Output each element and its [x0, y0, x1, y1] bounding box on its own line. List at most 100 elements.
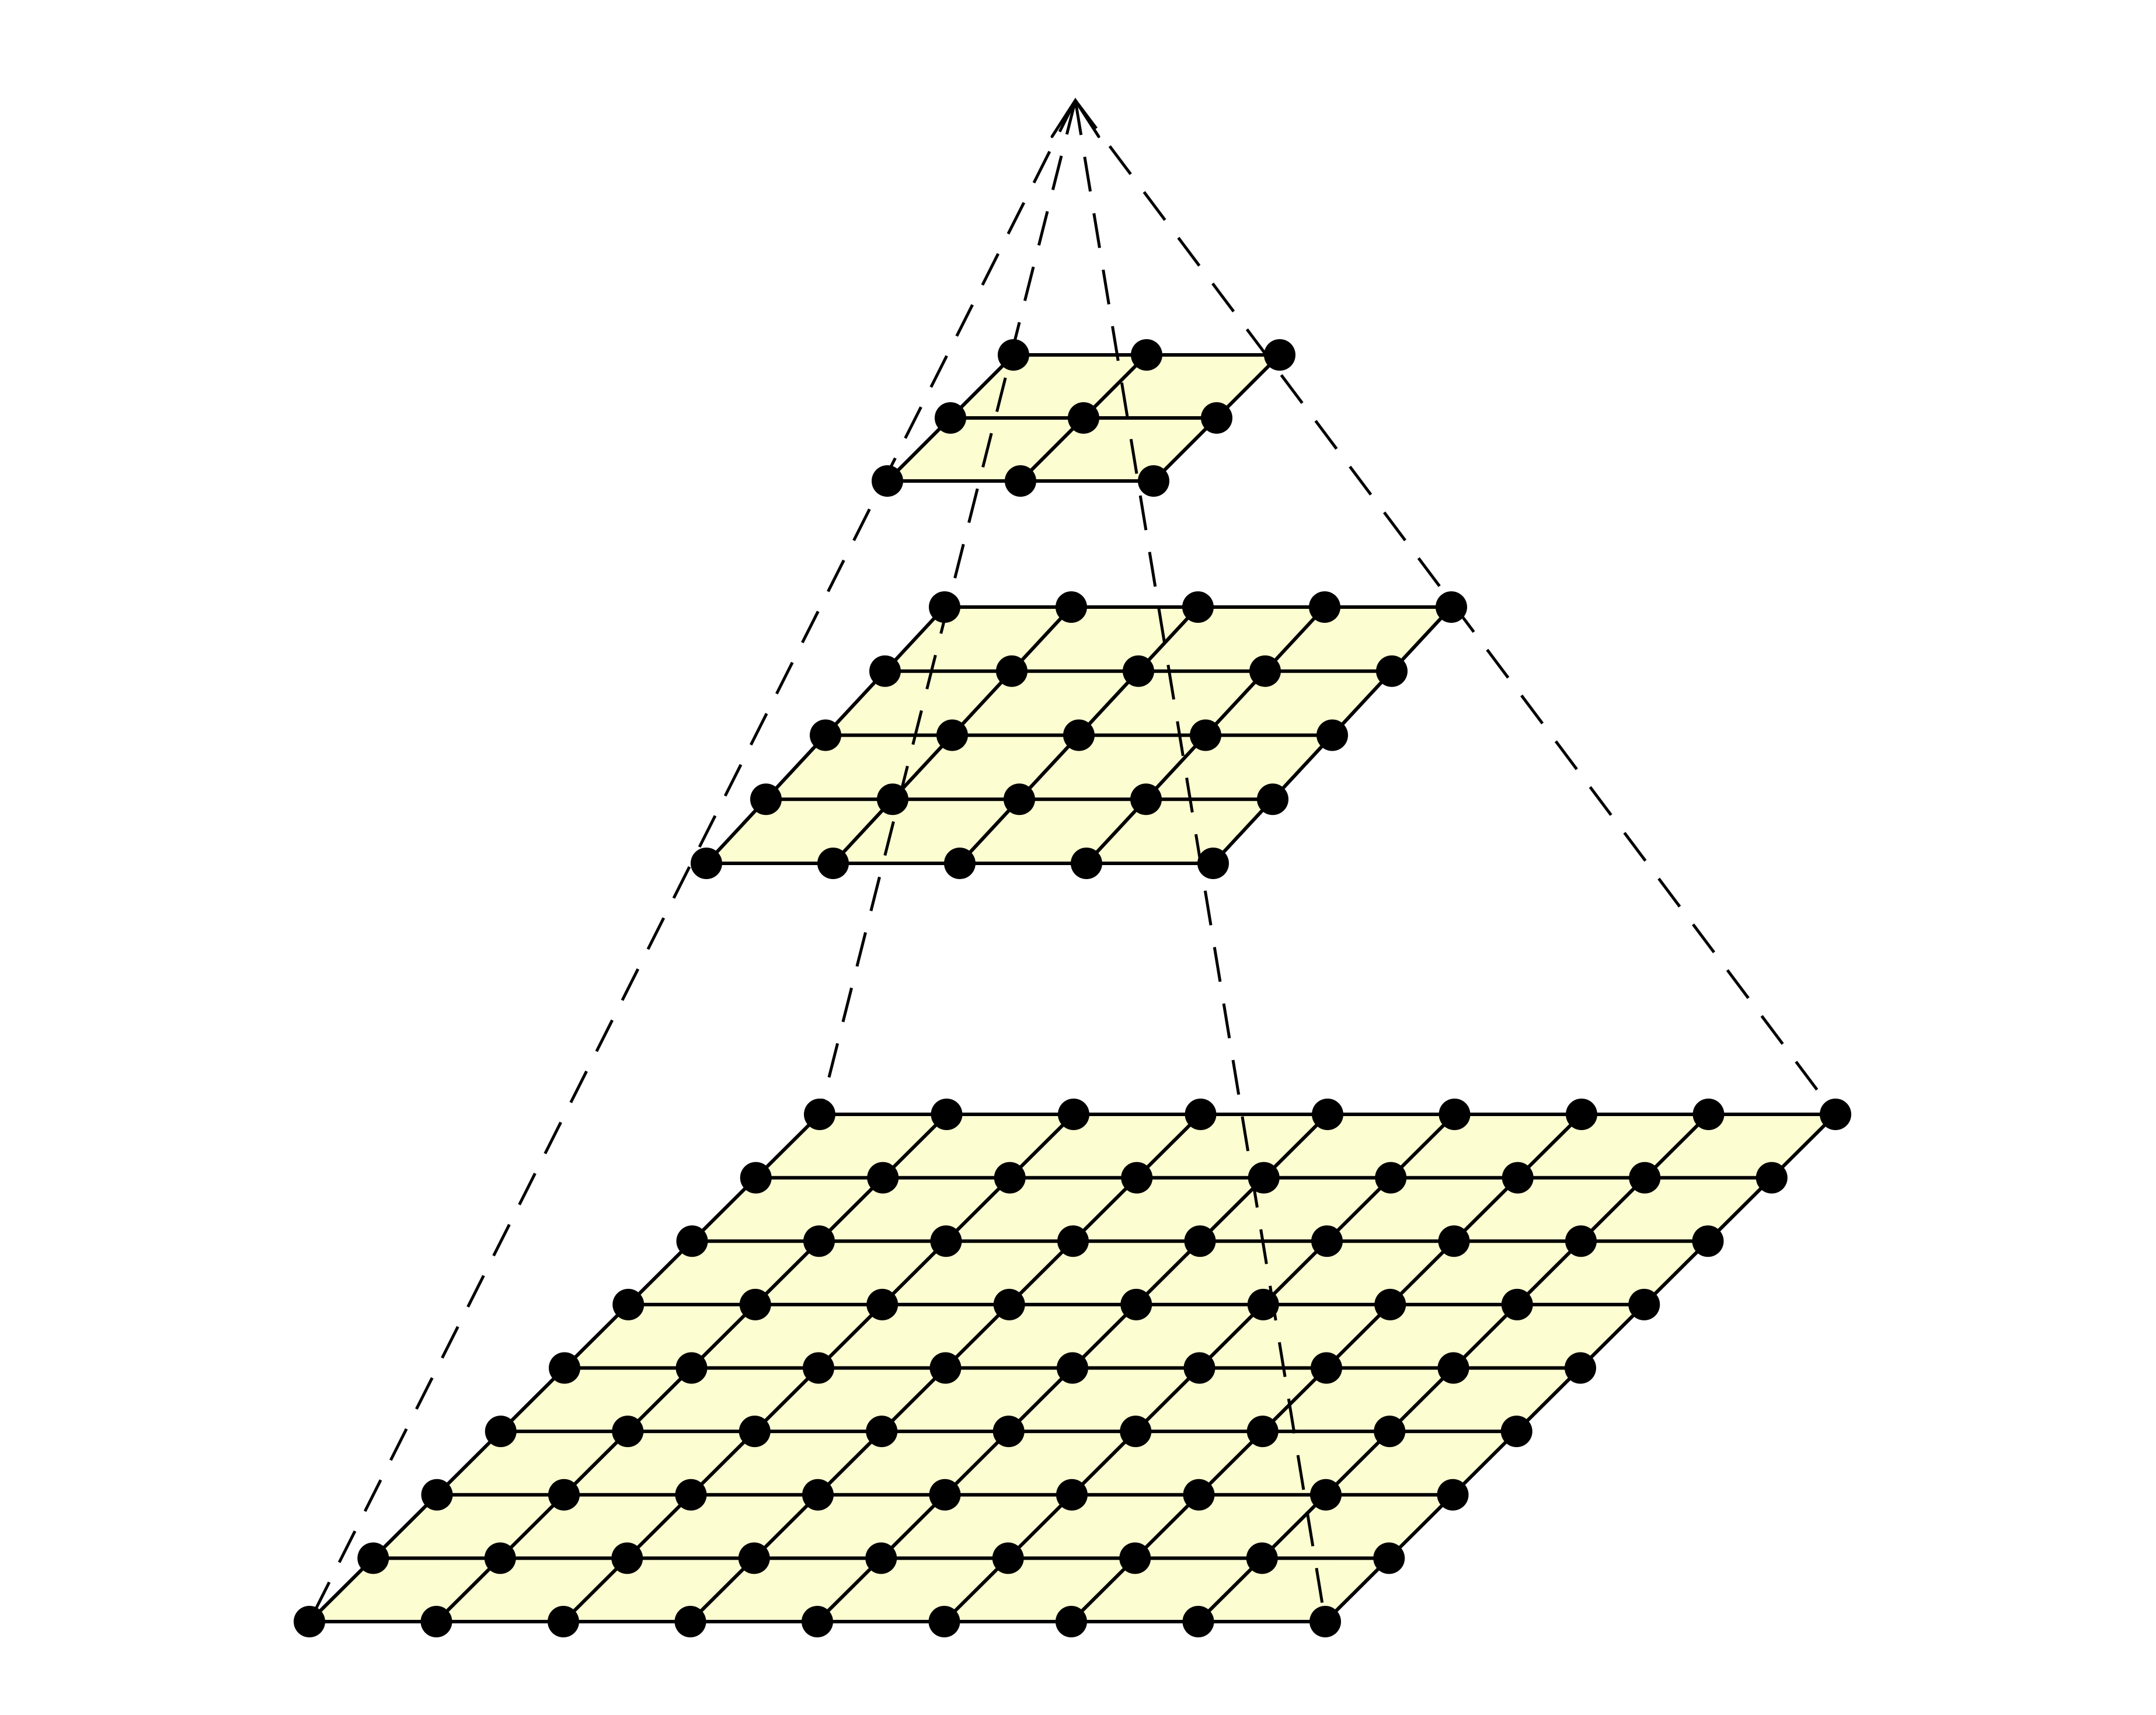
- grid-node: [1071, 848, 1102, 879]
- grid-node: [803, 1225, 835, 1257]
- grid-node: [739, 1288, 771, 1320]
- grid-node: [1123, 655, 1154, 687]
- grid-node: [1058, 1099, 1089, 1130]
- grid-node: [1183, 1352, 1215, 1384]
- grid-node: [993, 1288, 1025, 1320]
- grid-node: [998, 339, 1029, 371]
- grid-node: [1057, 1225, 1089, 1257]
- grid-node: [1374, 1288, 1406, 1320]
- grid-node: [612, 1416, 644, 1448]
- grid-node: [1436, 591, 1467, 623]
- grid-node: [1310, 1479, 1342, 1511]
- grid-node: [740, 1162, 772, 1194]
- grid-node: [1197, 848, 1229, 879]
- grid-node: [1119, 1542, 1151, 1574]
- grid-node: [1183, 1479, 1215, 1511]
- grid-node: [1438, 1225, 1470, 1257]
- grid-node: [1185, 1099, 1217, 1130]
- apex-arrow-icon: [1050, 97, 1100, 138]
- grid-node: [1309, 591, 1340, 623]
- grid-node: [1311, 1225, 1343, 1257]
- grid-node: [1756, 1162, 1788, 1194]
- grid-node: [357, 1542, 389, 1574]
- grid-node: [1248, 1162, 1280, 1194]
- grid-node: [935, 402, 966, 434]
- grid-node: [738, 1542, 770, 1574]
- grid-node: [1502, 1162, 1534, 1194]
- grid-node: [674, 1606, 706, 1637]
- grid-node: [1249, 655, 1281, 687]
- grid-node: [930, 1225, 962, 1257]
- grid-node: [872, 465, 903, 497]
- grid-node: [1068, 402, 1099, 434]
- grid-node: [1566, 1099, 1597, 1130]
- grid-node: [691, 848, 722, 879]
- grid-node: [1264, 339, 1295, 371]
- grid-node: [1373, 1542, 1405, 1574]
- grid-node: [484, 1542, 516, 1574]
- grid-node: [1374, 1416, 1406, 1448]
- grid-node: [931, 1099, 963, 1130]
- grid-node: [1120, 1288, 1152, 1320]
- grid-node: [1130, 783, 1162, 815]
- grid-node: [1246, 1416, 1279, 1448]
- apex-arrowhead: [1050, 97, 1100, 138]
- projection-line-inner-right: [1074, 100, 1327, 1622]
- grid-node: [996, 655, 1028, 687]
- grid-node: [1309, 1606, 1341, 1637]
- grid-node: [675, 1479, 707, 1511]
- grid-node: [1437, 1479, 1469, 1511]
- grid-node: [1257, 783, 1288, 815]
- grid-node: [1056, 1479, 1088, 1511]
- grid-node: [1131, 339, 1162, 371]
- grid-node: [877, 783, 908, 815]
- grid-node: [1201, 402, 1232, 434]
- grid-node: [1182, 1606, 1214, 1637]
- grid-node: [992, 1416, 1025, 1448]
- projection-lines: [308, 99, 1837, 1623]
- grid-node: [802, 1606, 833, 1637]
- grid-node: [1056, 1606, 1087, 1637]
- grid-node: [421, 1479, 453, 1511]
- level-top: [872, 339, 1295, 497]
- grid-node: [803, 1352, 834, 1384]
- grid-node: [676, 1225, 708, 1257]
- grid-node: [1056, 591, 1087, 623]
- pyramid-levels: [294, 339, 1851, 1637]
- grid-node: [1057, 1352, 1088, 1384]
- grid-node: [1565, 1352, 1596, 1384]
- grid-node: [420, 1606, 452, 1637]
- grid-node: [1501, 1288, 1533, 1320]
- grid-node: [928, 1606, 960, 1637]
- grid-node: [869, 655, 901, 687]
- grid-node: [994, 1162, 1026, 1194]
- grid-node: [866, 1416, 898, 1448]
- grid-node: [1005, 465, 1036, 497]
- grid-node: [1138, 465, 1169, 497]
- grid-node: [1121, 1162, 1153, 1194]
- grid-node: [1629, 1162, 1661, 1194]
- projection-line-inner-left: [818, 100, 1077, 1115]
- grid-node: [992, 1542, 1024, 1574]
- grid-node: [1439, 1099, 1471, 1130]
- grid-node: [1437, 1352, 1469, 1384]
- grid-node: [1565, 1225, 1597, 1257]
- grid-node: [929, 1352, 962, 1384]
- level-middle: [691, 591, 1467, 879]
- grid-node: [944, 848, 976, 879]
- grid-node: [1184, 1225, 1216, 1257]
- grid-node: [750, 783, 782, 815]
- grid-node: [548, 1479, 580, 1511]
- grid-node: [1190, 719, 1221, 751]
- grid-node: [929, 591, 960, 623]
- grid-node: [294, 1606, 325, 1637]
- grid-node: [1004, 783, 1035, 815]
- grid-node: [1312, 1099, 1343, 1130]
- grid-node: [1692, 1225, 1724, 1257]
- grid-node: [810, 719, 841, 751]
- grid-node: [1376, 655, 1408, 687]
- grid-node: [675, 1352, 708, 1384]
- grid-node: [485, 1416, 517, 1448]
- projection-line-right: [1074, 99, 1837, 1116]
- grid-node: [1311, 1352, 1342, 1384]
